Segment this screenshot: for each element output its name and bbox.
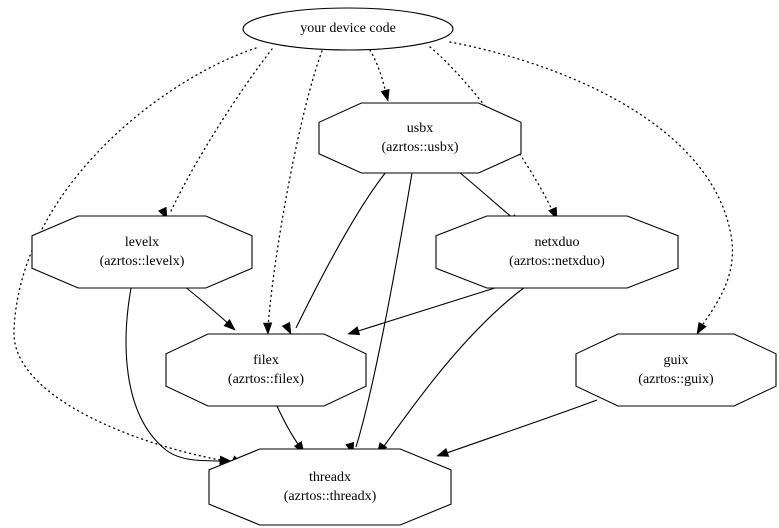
arrowhead-to-guix bbox=[696, 321, 707, 335]
edge-usbx-to-netxduo bbox=[452, 166, 516, 221]
arrowhead-to-filex bbox=[281, 321, 292, 335]
node-label-filex-package: (azrtos::filex) bbox=[228, 372, 305, 387]
edge-device-to-usbx bbox=[369, 49, 387, 94]
node-label-guix-primary: guix bbox=[664, 353, 689, 368]
node-label-usbx-primary: usbx bbox=[407, 121, 433, 136]
edge-levelx-to-filex bbox=[183, 285, 231, 326]
edge-filex-to-threadx bbox=[276, 405, 301, 448]
arrowhead-to-usbx bbox=[380, 88, 390, 102]
node-shape-octagon-netxduo[interactable] bbox=[435, 215, 679, 289]
node-netxduo[interactable]: netxduo(azrtos::netxduo) bbox=[435, 215, 679, 289]
node-device[interactable]: your device code bbox=[242, 7, 454, 51]
node-label-device-primary: your device code bbox=[300, 21, 396, 36]
arrowhead-to-filex bbox=[262, 322, 273, 335]
arrowhead-to-threadx bbox=[436, 447, 450, 457]
node-threadx[interactable]: threadx(azrtos::threadx) bbox=[208, 448, 452, 526]
edge-netxduo-to-filex bbox=[354, 286, 499, 333]
node-label-threadx-package: (azrtos::threadx) bbox=[284, 489, 377, 504]
node-usbx[interactable]: usbx(azrtos::usbx) bbox=[318, 102, 522, 174]
edge-usbx-to-filex bbox=[295, 171, 387, 329]
node-guix[interactable]: guix(azrtos::guix) bbox=[575, 333, 777, 407]
edge-device-to-levelx bbox=[170, 48, 273, 212]
edge-netxduo-to-threadx bbox=[381, 286, 526, 450]
edge-device-to-guix bbox=[449, 41, 734, 328]
arrowhead-to-filex bbox=[223, 318, 236, 331]
node-label-filex-primary: filex bbox=[253, 353, 279, 368]
arrowhead-to-filex bbox=[347, 326, 361, 336]
node-levelx[interactable]: levelx(azrtos::levelx) bbox=[31, 215, 253, 289]
node-shape-octagon-guix[interactable] bbox=[575, 333, 777, 407]
node-shape-octagon-levelx[interactable] bbox=[31, 215, 253, 289]
node-label-netxduo-package: (azrtos::netxduo) bbox=[509, 254, 605, 269]
node-label-guix-package: (azrtos::guix) bbox=[638, 372, 714, 387]
edge-device-to-filex bbox=[267, 50, 323, 328]
node-filex[interactable]: filex(azrtos::filex) bbox=[165, 333, 367, 407]
node-label-threadx-primary: threadx bbox=[309, 470, 351, 485]
edge-device-to-threadx bbox=[13, 47, 257, 464]
node-shape-octagon-usbx[interactable] bbox=[318, 102, 522, 174]
node-shape-octagon-filex[interactable] bbox=[165, 333, 367, 407]
node-label-netxduo-primary: netxduo bbox=[534, 235, 579, 250]
edge-levelx-to-threadx bbox=[125, 287, 225, 462]
node-shape-octagon-threadx[interactable] bbox=[208, 448, 452, 526]
edge-guix-to-threadx bbox=[443, 399, 598, 455]
node-label-levelx-package: (azrtos::levelx) bbox=[100, 254, 185, 269]
nodes-layer: your device codeusbx(azrtos::usbx)levelx… bbox=[31, 7, 777, 526]
node-label-usbx-package: (azrtos::usbx) bbox=[382, 140, 459, 155]
node-label-levelx-primary: levelx bbox=[125, 235, 159, 250]
edge-usbx-to-threadx bbox=[355, 172, 413, 448]
node-shape-ellipse-device[interactable] bbox=[242, 7, 454, 51]
